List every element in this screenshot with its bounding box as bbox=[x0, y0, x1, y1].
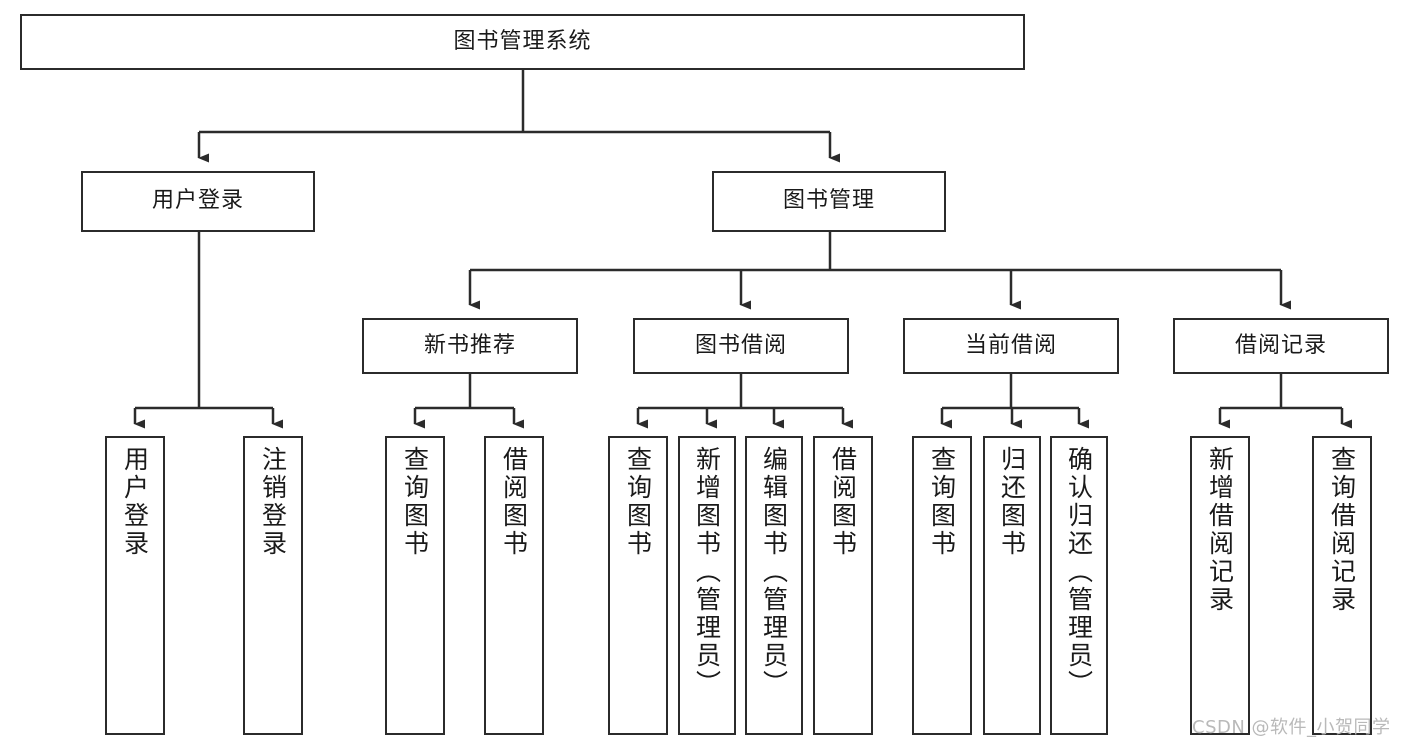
node-leaf-borrow-book-1[interactable]: 借阅图书 bbox=[484, 436, 544, 735]
node-leaf-edit-book-admin-label: 编辑图书（管理员） bbox=[759, 446, 789, 698]
node-leaf-add-book-admin[interactable]: 新增图书（管理员） bbox=[678, 436, 736, 735]
node-leaf-confirm-return-admin[interactable]: 确认归还（管理员） bbox=[1050, 436, 1108, 735]
node-book-borrow[interactable]: 图书借阅 bbox=[633, 318, 849, 374]
node-leaf-borrow-book-2[interactable]: 借阅图书 bbox=[813, 436, 873, 735]
node-leaf-return-book[interactable]: 归还图书 bbox=[983, 436, 1041, 735]
node-leaf-return-book-label: 归还图书 bbox=[997, 446, 1027, 558]
node-root-label: 图书管理系统 bbox=[453, 28, 592, 54]
node-leaf-user-logout[interactable]: 注销登录 bbox=[243, 436, 303, 735]
node-new-book-recommend[interactable]: 新书推荐 bbox=[362, 318, 578, 374]
node-leaf-add-borrow-record-label: 新增借阅记录 bbox=[1205, 446, 1235, 614]
node-leaf-query-borrow-record[interactable]: 查询借阅记录 bbox=[1312, 436, 1372, 735]
node-leaf-user-login-label: 用户登录 bbox=[120, 446, 150, 558]
node-borrow-record[interactable]: 借阅记录 bbox=[1173, 318, 1389, 374]
node-leaf-user-login[interactable]: 用户登录 bbox=[105, 436, 165, 735]
node-leaf-confirm-return-admin-label: 确认归还（管理员） bbox=[1064, 446, 1094, 698]
node-root[interactable]: 图书管理系统 bbox=[20, 14, 1025, 70]
node-book-management-label: 图书管理 bbox=[782, 188, 875, 214]
node-current-borrow-label: 当前借阅 bbox=[964, 332, 1057, 358]
node-borrow-record-label: 借阅记录 bbox=[1234, 332, 1327, 358]
node-leaf-user-logout-label: 注销登录 bbox=[258, 446, 288, 558]
node-leaf-borrow-book-1-label: 借阅图书 bbox=[499, 446, 529, 558]
node-leaf-add-borrow-record[interactable]: 新增借阅记录 bbox=[1190, 436, 1250, 735]
node-leaf-add-book-admin-label: 新增图书（管理员） bbox=[692, 446, 722, 698]
node-new-book-recommend-label: 新书推荐 bbox=[423, 332, 516, 358]
node-user-login-label: 用户登录 bbox=[151, 188, 244, 214]
node-leaf-query-book-2-label: 查询图书 bbox=[623, 446, 653, 558]
node-book-borrow-label: 图书借阅 bbox=[694, 332, 787, 358]
node-leaf-query-book-3-label: 查询图书 bbox=[927, 446, 957, 558]
csdn-watermark: CSDN @软件_小贺同学 bbox=[1192, 717, 1391, 738]
node-leaf-edit-book-admin[interactable]: 编辑图书（管理员） bbox=[745, 436, 803, 735]
node-leaf-query-book-2[interactable]: 查询图书 bbox=[608, 436, 668, 735]
node-user-login[interactable]: 用户登录 bbox=[81, 171, 315, 232]
node-leaf-borrow-book-2-label: 借阅图书 bbox=[828, 446, 858, 558]
node-leaf-query-borrow-record-label: 查询借阅记录 bbox=[1327, 446, 1357, 614]
node-leaf-query-book-1-label: 查询图书 bbox=[400, 446, 430, 558]
node-leaf-query-book-1[interactable]: 查询图书 bbox=[385, 436, 445, 735]
node-leaf-query-book-3[interactable]: 查询图书 bbox=[912, 436, 972, 735]
node-book-management[interactable]: 图书管理 bbox=[712, 171, 946, 232]
node-current-borrow[interactable]: 当前借阅 bbox=[903, 318, 1119, 374]
